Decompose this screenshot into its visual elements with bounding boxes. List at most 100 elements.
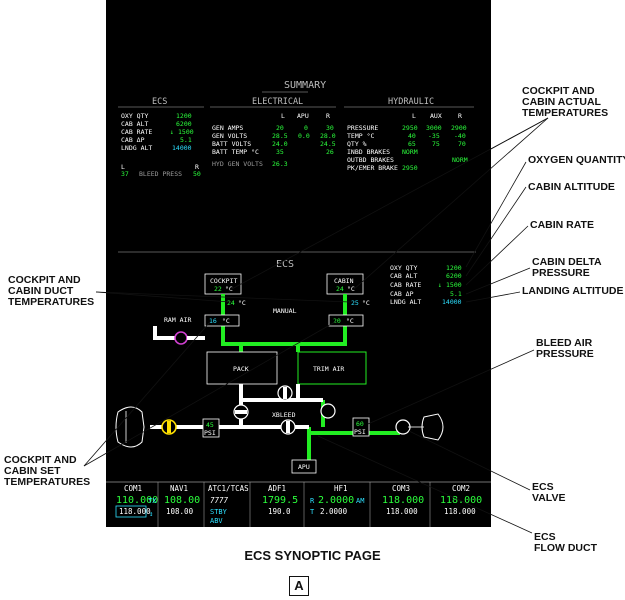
transponder-code: 7777 (210, 496, 229, 505)
bleed-r-value: 50 (193, 170, 201, 178)
hyd-r: 70 (458, 140, 466, 148)
summary-electrical-rows: GEN AMPS 20 0 30 GEN VOLTS 28.5 0.0 28.0… (212, 124, 336, 156)
elec-r: 24.5 (320, 140, 336, 148)
hyd-label: TEMP °C (347, 132, 374, 140)
apu-box (291, 459, 317, 474)
callout-cabin-altitude: CABIN ALTITUDE (528, 181, 615, 193)
elec-l: 20 (276, 124, 284, 132)
atc-radio[interactable]: ATC1/TCAS 7777 STBY ABV (208, 484, 249, 525)
hf1-r-indicator: R (310, 497, 315, 505)
right-bleed-psi-box (352, 417, 370, 437)
summary-hydraulic-header: HYDRAULIC (388, 97, 434, 107)
rate-arrow-icon: ↓ (170, 128, 174, 136)
cockpit-duct-temp: 24 (227, 299, 235, 307)
cabin-set-temp: 20 (333, 317, 341, 325)
ecs-data-label: CAB ALT (390, 272, 417, 280)
nav1-active-freq: 108.00 (164, 495, 200, 506)
callout-oxygen-quantity: OXYGEN QUANTITY (528, 154, 625, 166)
left-bleed-psi-unit: PSI (204, 429, 216, 437)
callout-bleed-air-pressure: BLEED AIR PRESSURE (536, 337, 594, 360)
summary-ecs-label: CAB ALT (121, 120, 148, 128)
atc-abv-label: ABV (210, 517, 223, 525)
elec-r: 28.0 (320, 132, 336, 140)
ecs-data-block: OXY QTY 1200 CAB ALT 6200 CAB RATE ↓ 150… (390, 264, 462, 306)
hyd-r: 2900 (451, 124, 467, 132)
bleed-l-value: 37 (121, 170, 129, 178)
oxygen-quantity-value: 1200 (446, 264, 462, 272)
elec-col-r: R (326, 112, 330, 120)
left-bleed-psi: 45 (206, 421, 214, 429)
hyd-label: QTY % (347, 140, 367, 148)
hyd-l: 2950 (402, 164, 418, 172)
cabin-duct-unit: °C (362, 299, 370, 307)
hyd-r: NORM (452, 156, 468, 164)
cockpit-actual-unit: °C (225, 285, 233, 293)
summary-ecs-label: CAB ΔP (121, 136, 145, 144)
elec-l: 24.0 (272, 140, 288, 148)
hyd-label: INBD BRAKES (347, 148, 390, 156)
cockpit-set-temp: 16 (209, 317, 217, 325)
summary-ecs-value: 5.1 (180, 136, 192, 144)
apu-label: APU (298, 463, 310, 471)
elec-l: 35 (276, 148, 284, 156)
callout-landing-altitude: LANDING ALTITUDE (522, 285, 624, 297)
ecs-data-label: OXY QTY (390, 264, 417, 272)
hyd-aux: 75 (432, 140, 440, 148)
hyd-gen-value: 26.3 (272, 160, 288, 168)
summary-ecs-value: 14000 (172, 144, 192, 152)
callout-ecs-valve: ECS VALVE (532, 481, 566, 504)
atc-stby-label: STBY (210, 508, 228, 516)
ecs-data-label: LNDG ALT (390, 298, 421, 306)
trim-air-box (297, 351, 367, 385)
landing-altitude-value: 14000 (442, 298, 462, 306)
hyd-l: NORM (402, 148, 418, 156)
cabin-actual-temp: 24 (336, 285, 344, 293)
adf1-radio[interactable]: ADF1 1799.5 190.0 (262, 484, 298, 516)
hyd-label: PK/EMER BRAKE (347, 164, 398, 172)
summary-ecs-value: 6200 (176, 120, 192, 128)
summary-ecs-rows: OXY QTY 1200 CAB ALT 6200 CAB RATE ↓ 150… (121, 112, 194, 152)
com2-radio[interactable]: COM2 118.000 118.000 (440, 484, 482, 516)
hf1-standby-freq: 2.0000 (320, 507, 348, 516)
hyd-col-l: L (412, 112, 416, 120)
trim-air-valve-icon (320, 403, 336, 419)
elec-label: GEN VOLTS (212, 132, 247, 140)
cockpit-box-label: COCKPIT (210, 277, 237, 285)
hyd-label: PRESSURE (347, 124, 378, 132)
nav1-standby-freq: 108.00 (166, 507, 194, 516)
ecs-synoptic-display (106, 0, 491, 527)
com3-radio[interactable]: COM3 118.000 118.000 (382, 484, 424, 516)
elec-label: BATT VOLTS (212, 140, 251, 148)
swap-arrow-icon[interactable]: ↕ (149, 510, 153, 518)
xbleed-label: XBLEED (272, 411, 296, 419)
elec-col-l: L (281, 112, 285, 120)
cockpit-duct-unit: °C (238, 299, 246, 307)
com1-radio[interactable]: COM1 110.000 TX 118.000 ↕ (115, 484, 158, 518)
elec-l: 28.5 (272, 132, 288, 140)
bleed-press-label: BLEED PRESS (139, 170, 182, 178)
summary-ecs-value: 1200 (176, 112, 192, 120)
callout-cabin-rate: CABIN RATE (530, 219, 594, 231)
summary-ecs-label: CAB RATE (121, 128, 152, 136)
callout-cockpit-cabin-actual-temps: COCKPIT AND CABIN ACTUAL TEMPERATURES (522, 85, 609, 119)
hyd-col-r: R (458, 112, 462, 120)
hf1-radio[interactable]: HF1 R 2.0000 AM T 2.0000 (310, 484, 364, 516)
cabin-altitude-value: 6200 (446, 272, 462, 280)
hyd-gen-label: HYD GEN VOLTS (212, 160, 263, 168)
com1-standby-box[interactable] (115, 505, 147, 518)
com2-standby-freq: 118.000 (444, 507, 476, 516)
hyd-aux: -35 (428, 132, 440, 140)
ram-air-valve-icon (174, 331, 188, 345)
com1-tx-indicator: TX (148, 497, 157, 505)
adf1-label: ADF1 (268, 484, 286, 493)
callout-cockpit-cabin-set-temps: COCKPIT AND CABIN SET TEMPERATURES (4, 454, 91, 488)
summary-title: SUMMARY (284, 80, 326, 91)
summary-hydraulic-rows: PRESSURE 2950 3000 2900 TEMP °C 40 -35 -… (347, 124, 468, 172)
cabin-duct-temp: 25 (351, 299, 359, 307)
callout-cockpit-cabin-duct-temps: COCKPIT AND CABIN DUCT TEMPERATURES (8, 274, 95, 308)
figure-caption: ECS SYNOPTIC PAGE (244, 548, 381, 563)
left-engine-icon (115, 406, 145, 448)
nav1-radio[interactable]: NAV1 108.00 108.00 (164, 484, 200, 516)
hyd-label: OUTBD BRAKES (347, 156, 394, 164)
